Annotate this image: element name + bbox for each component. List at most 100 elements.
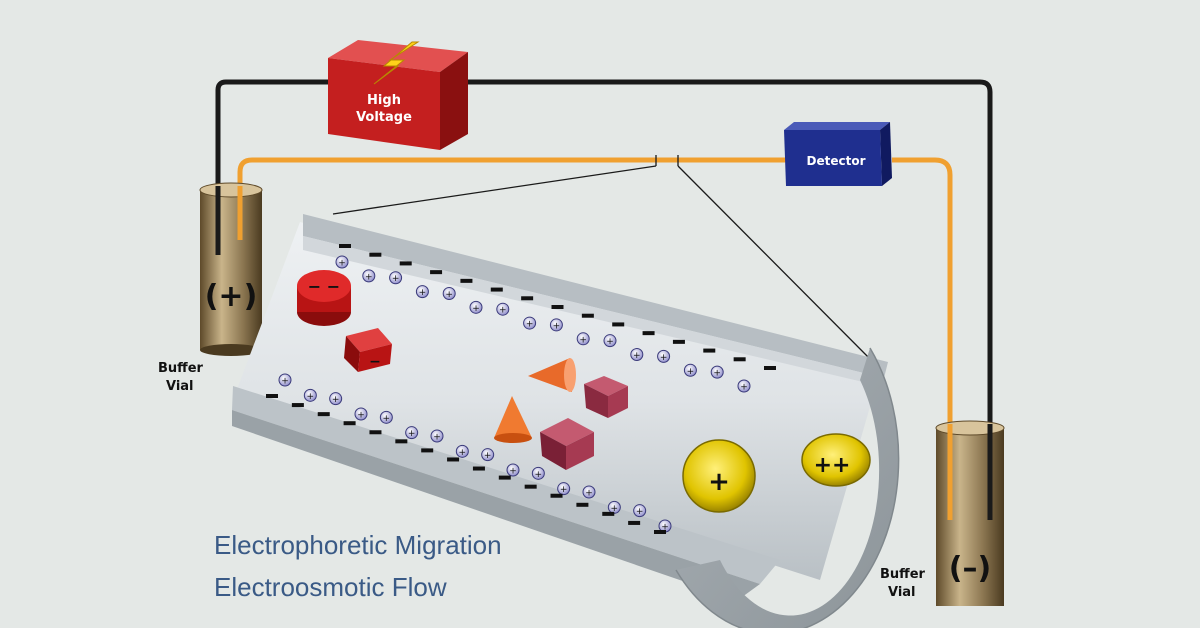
- wall-negative-charge: [421, 448, 434, 453]
- buffer-cation-sign: +: [484, 451, 492, 461]
- buffer-cation-sign: +: [383, 414, 391, 424]
- wall-negative-charge: [576, 502, 589, 507]
- buffer-cation: [430, 429, 444, 443]
- neutral-cube-1: [584, 376, 628, 418]
- buffer-cation-sign: +: [499, 306, 507, 316]
- wall-negative-charge: [472, 466, 485, 471]
- buffer-cation: [630, 348, 644, 362]
- buffer-cation: [633, 504, 647, 518]
- right-buffer-vial: (–): [935, 420, 1005, 606]
- buffer-cation-sign: +: [357, 411, 365, 421]
- buffer-cation-sign: +: [660, 353, 668, 363]
- anion-cube: −: [344, 328, 392, 372]
- right-vial-label-line2: Vial: [888, 585, 916, 600]
- wall-negative-charge: [395, 439, 408, 444]
- buffer-cation-sign: +: [606, 337, 614, 347]
- buffer-cation-sign: +: [636, 507, 644, 517]
- tube-end-ring: [676, 348, 899, 628]
- buffer-cation: [405, 426, 419, 440]
- buffer-cation: [683, 363, 697, 377]
- buffer-cation-sign: +: [611, 504, 619, 514]
- tube-lower-wall: [232, 386, 780, 584]
- buffer-cation-sign: +: [459, 448, 467, 458]
- buffer-cation: [607, 500, 621, 514]
- buffer-cation: [415, 285, 429, 299]
- wall-negative-charge: [339, 244, 351, 248]
- svg-text:− −: − −: [308, 277, 340, 296]
- wall-negative-charge: [317, 412, 330, 417]
- buffer-cation-sign: +: [392, 274, 400, 284]
- buffer-cation-sign: +: [661, 523, 669, 533]
- buffer-cation: [710, 365, 724, 379]
- buffer-cation: [531, 466, 545, 480]
- buffer-cation-sign: +: [445, 290, 453, 300]
- buffer-cation: [603, 334, 617, 348]
- buffer-cation: [335, 255, 349, 269]
- tube-upper-wall: [303, 214, 888, 378]
- svg-text:−: −: [369, 354, 381, 370]
- buffer-cation-sign: +: [526, 320, 534, 330]
- buffer-cation: [576, 332, 590, 346]
- wall-negative-charge: [551, 305, 564, 309]
- buffer-cation: [496, 302, 510, 316]
- cation-single-symbol: +: [708, 467, 730, 497]
- wall-negative-charge: [369, 252, 382, 257]
- wall-negative-charge: [369, 430, 382, 435]
- lightning-bolt-icon: [373, 41, 420, 85]
- wall-negative-charge: [602, 511, 615, 516]
- buffer-cation-sign: +: [433, 433, 441, 443]
- cation-double: ++: [801, 433, 871, 487]
- buffer-cation-sign: +: [419, 288, 427, 298]
- wall-negative-charge: [672, 339, 685, 344]
- buffer-cation: [737, 379, 751, 393]
- left-buffer-vial: (+): [199, 182, 263, 356]
- buffer-cation-sign: +: [365, 272, 373, 282]
- left-vial-polarity: (+): [205, 279, 258, 314]
- buffer-cation: [557, 482, 571, 496]
- wall-negative-charge: [654, 530, 666, 534]
- buffer-cation-sign: +: [307, 392, 315, 402]
- buffer-cation-sign: +: [687, 367, 695, 377]
- caption-electrophoretic-migration: Electrophoretic Migration: [214, 530, 502, 560]
- wall-negative-charge: [550, 493, 563, 498]
- wall-negative-charge: [764, 366, 776, 370]
- wall-negative-charge: [733, 357, 746, 362]
- wall-negative-charge: [703, 348, 716, 353]
- buffer-cation-sign: +: [633, 351, 641, 361]
- wall-negative-charge: [524, 484, 537, 489]
- buffer-cation: [379, 410, 393, 424]
- left-vial-label-line2: Vial: [166, 379, 194, 394]
- wall-negative-charge: [642, 331, 655, 336]
- cation-single: +: [682, 439, 756, 513]
- wall-negative-charge: [612, 322, 625, 327]
- upper-wall-charges: ++++++++++++++++: [335, 244, 776, 393]
- buffer-cation-sign: +: [579, 335, 587, 345]
- neutral-cone-2: [494, 396, 532, 443]
- lower-wall-charges: ++++++++++++++++: [266, 373, 672, 534]
- capillary-line: [237, 157, 953, 520]
- buffer-cation: [657, 349, 671, 363]
- wall-negative-charge: [498, 475, 511, 480]
- right-vial-polarity: (–): [949, 551, 991, 586]
- buffer-cation-sign: +: [560, 485, 568, 495]
- neutral-cone-1: [528, 358, 576, 392]
- high-voltage-box: High Voltage: [328, 40, 468, 150]
- buffer-cation-sign: +: [553, 321, 561, 331]
- wall-negative-charge: [490, 287, 503, 292]
- buffer-cation: [303, 388, 317, 402]
- buffer-cation: [278, 373, 292, 387]
- right-vial-label-line1: Buffer: [880, 567, 926, 582]
- buffer-cation-sign: +: [338, 259, 346, 269]
- buffer-cation: [582, 485, 596, 499]
- wall-negative-charge: [291, 403, 304, 408]
- buffer-cation: [442, 286, 456, 300]
- buffer-cation: [455, 444, 469, 458]
- wall-negative-charge: [521, 296, 534, 301]
- wall-negative-charge: [266, 394, 278, 398]
- detector-label: Detector: [807, 154, 866, 168]
- buffer-cation-sign: +: [585, 489, 593, 499]
- buffer-cation-sign: +: [281, 377, 289, 387]
- left-vial-label-line1: Buffer: [158, 361, 204, 376]
- buffer-cation: [354, 407, 368, 421]
